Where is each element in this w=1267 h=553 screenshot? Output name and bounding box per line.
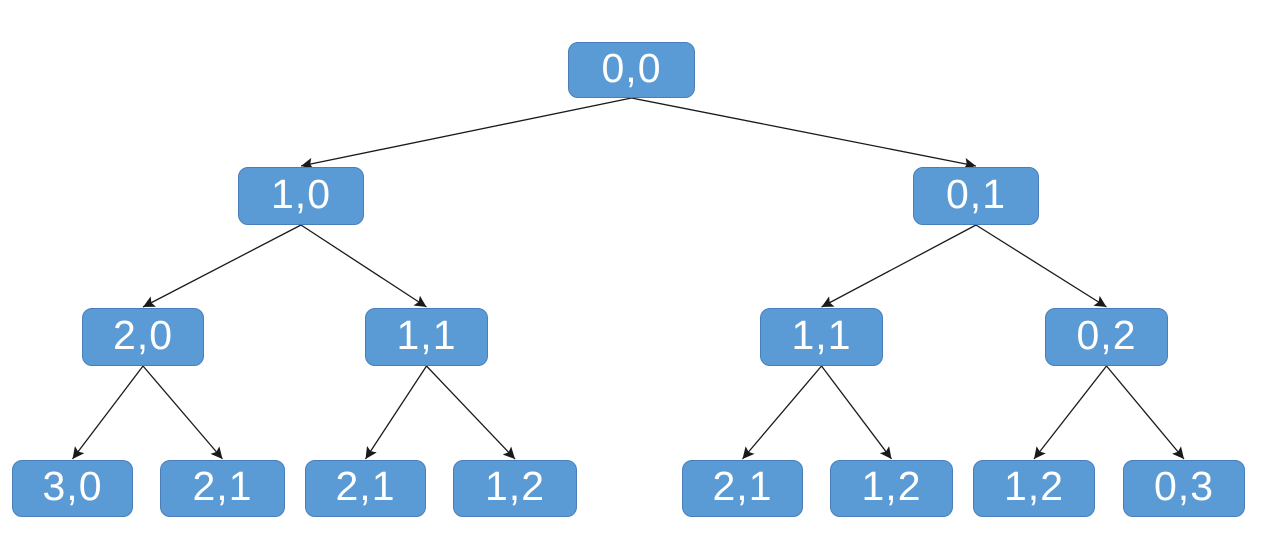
tree-node-R: 0,1 [913,167,1039,225]
node-label: 0,3 [1154,463,1214,509]
tree-node-RL: 1,1 [760,308,883,366]
tree-node-RRL: 1,2 [973,460,1095,517]
tree-edge-L-LL [142,224,302,308]
node-label: 1,2 [861,463,922,509]
tree-node-LRR: 1,2 [453,460,577,517]
tree-edge-LL-LLL [71,365,144,460]
tree-node-RRR: 0,3 [1123,460,1245,517]
tree-edge-LL-LLR [142,365,223,460]
tree-edge-L-LR [300,224,427,308]
node-label: 2,0 [113,311,173,358]
node-label: 1,2 [485,463,545,509]
node-label: 0,1 [946,170,1006,217]
tree-edge-RR-RRR [1106,365,1185,460]
node-label: 2,1 [712,463,773,509]
tree-node-L: 1,0 [238,167,364,225]
tree-node-LL: 2,0 [82,308,204,366]
node-label: 1,1 [791,311,852,358]
tree-edge-LR-LRR [426,365,516,460]
node-label: 3,0 [42,463,103,509]
node-label: 2,1 [335,463,396,509]
node-label: 1,0 [271,170,331,217]
tree-node-LR: 1,1 [365,308,488,366]
node-label: 0,0 [601,44,662,91]
tree-edge-root-R [631,97,977,170]
tree-node-root: 0,0 [568,42,695,98]
node-label: 1,1 [396,311,457,358]
tree-edge-root-L [300,97,632,170]
tree-edge-RL-RLR [820,365,893,460]
tree-node-RLR: 1,2 [830,460,953,517]
tree-edge-R-RR [975,224,1107,308]
tree-node-LLR: 2,1 [160,460,285,517]
tree-node-LRL: 2,1 [305,460,426,517]
tree-edge-R-RL [821,224,977,308]
tree-edge-RL-RLL [742,365,822,460]
tree-node-RLL: 2,1 [682,460,803,517]
tree-node-RR: 0,2 [1045,308,1168,366]
tree-edge-LR-LRL [364,365,428,460]
node-label: 2,1 [192,463,253,509]
node-label: 1,2 [1004,463,1064,509]
tree-node-LLL: 3,0 [12,460,133,517]
tree-edge-RR-RRL [1033,365,1108,460]
node-label: 0,2 [1076,311,1137,358]
